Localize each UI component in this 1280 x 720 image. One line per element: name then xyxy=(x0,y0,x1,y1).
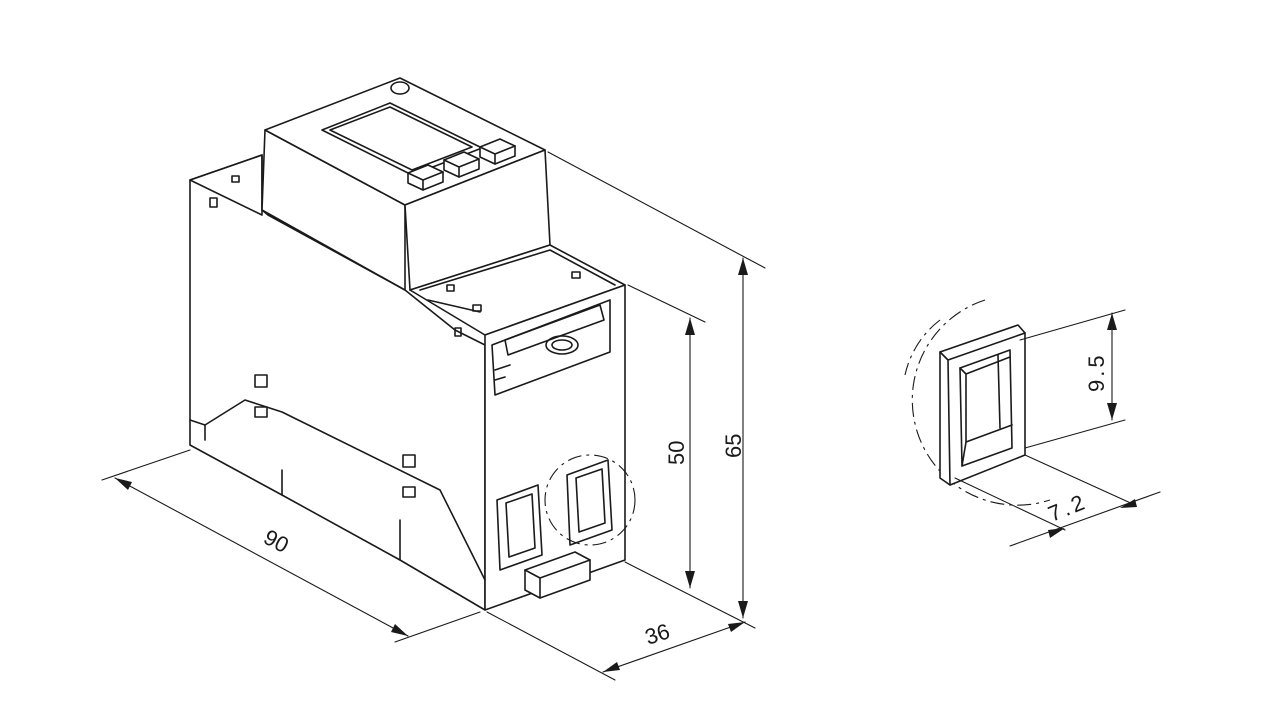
dimension-total-height: 65 xyxy=(547,151,766,619)
detail-circle xyxy=(911,299,1051,506)
button-3 xyxy=(479,138,516,165)
front-buttons xyxy=(407,138,516,191)
detail-marker-circle xyxy=(544,454,636,546)
meter-body xyxy=(189,77,626,611)
top-screw-hole xyxy=(390,81,410,95)
terminal-detail-view: 9.5 7.2 xyxy=(904,299,1161,547)
din-rail-clip xyxy=(524,551,591,599)
dimension-body-height: 50 xyxy=(627,284,706,589)
terminal-screw xyxy=(545,335,579,355)
detail-frame-inner xyxy=(959,349,1013,467)
display-window-inner xyxy=(329,106,473,171)
dimension-terminal-height-label: 9.5 xyxy=(1084,352,1109,392)
button-2 xyxy=(443,151,480,178)
dimension-length-label: 90 xyxy=(260,524,293,558)
dimension-width-label: 36 xyxy=(642,618,673,649)
button-1 xyxy=(407,164,444,191)
dimension-terminal-width-label: 7.2 xyxy=(1045,489,1091,527)
dimension-total-height-label: 65 xyxy=(721,434,746,458)
dimension-body-height-label: 50 xyxy=(664,441,689,465)
